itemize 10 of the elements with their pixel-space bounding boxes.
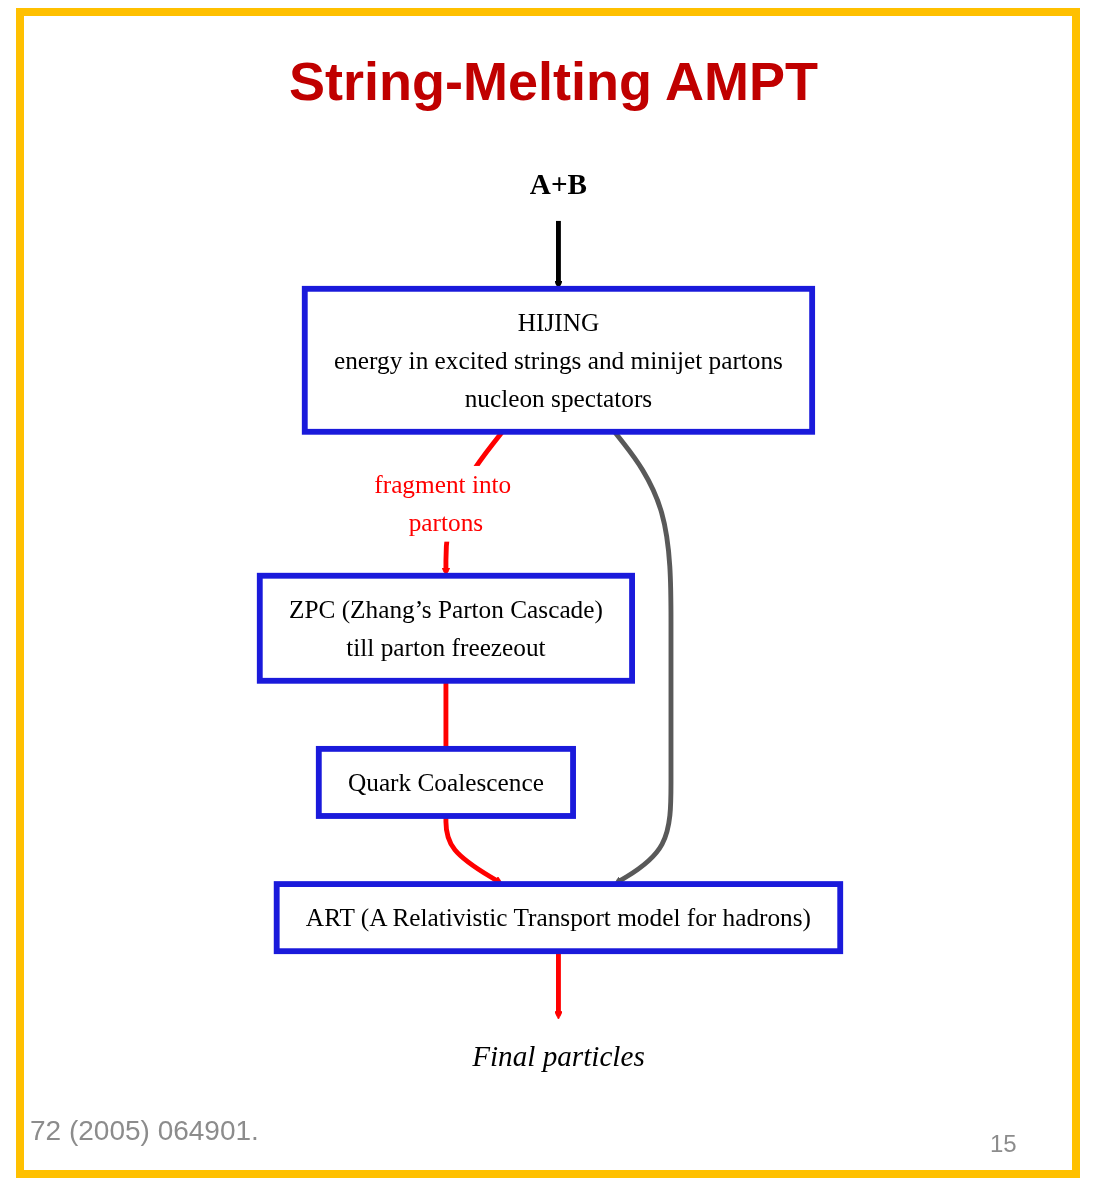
node-text: A+B — [529, 168, 588, 201]
node-box: Quark Coalescence — [315, 745, 576, 819]
node-box: HIJING energy in excited strings and minijet partons nucleon spectators — [301, 285, 816, 435]
node-text: Final particles — [472, 1039, 645, 1072]
title: String-Melting AMPT — [288, 50, 819, 112]
node-box: ZPC (Zhang’s Parton Cascade) till parton freezeout — [256, 572, 635, 684]
page-number: 15 — [990, 1130, 1017, 1158]
arrow — [554, 951, 563, 1020]
node-box: ART (A Relativistic Transport model for hadrons) — [273, 881, 844, 955]
citation-text: 72 (2005) 064901. — [30, 1115, 259, 1147]
